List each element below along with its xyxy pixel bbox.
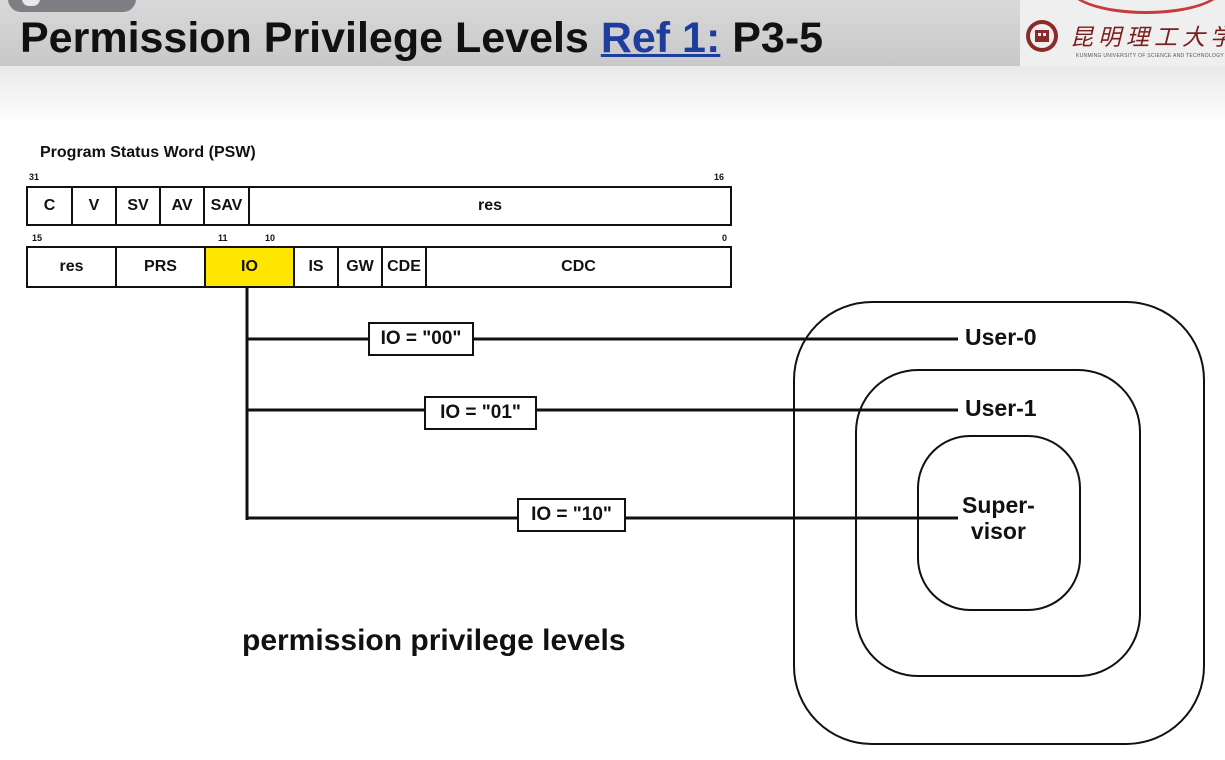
ring-user-0	[793, 301, 1205, 745]
psw-title: Program Status Word (PSW)	[40, 144, 256, 161]
university-logo: 昆明理工大学 KUNMING UNIVERSITY OF SCIENCE AND…	[1020, 0, 1225, 66]
field-c: C	[28, 188, 73, 224]
ref-link[interactable]: Ref 1:	[600, 14, 721, 62]
level-user-0: User-0	[965, 324, 1037, 350]
university-seal-icon	[1026, 20, 1058, 52]
bit-10-label: 10	[265, 233, 276, 243]
video-control-pill[interactable]	[8, 0, 136, 12]
field-res-lower: res	[28, 248, 117, 286]
field-cdc: CDC	[561, 258, 596, 275]
field-gw: GW	[339, 248, 383, 286]
psw-lower-register: res PRS IO IS GW CDE CDC	[26, 246, 732, 288]
page-ref: P3-5	[732, 14, 824, 62]
io-00-box: IO = "00"	[368, 322, 474, 356]
bit-16-label: 16	[714, 172, 725, 182]
ring-user-1	[855, 369, 1141, 677]
field-v: V	[73, 188, 117, 224]
psw-upper-register: C V SV AV SAV res	[26, 186, 732, 226]
field-sav: SAV	[205, 188, 250, 224]
university-name: 昆明理工大学	[1070, 25, 1225, 51]
level-user-1: User-1	[965, 395, 1037, 421]
field-io: IO	[206, 248, 295, 286]
title-text: Permission Privilege Levels	[20, 14, 589, 62]
bit-0-label: 0	[722, 233, 728, 243]
field-cde: CDE	[383, 248, 427, 286]
field-av: AV	[161, 188, 205, 224]
io-10-box: IO = "10"	[517, 498, 626, 532]
field-is: IS	[295, 248, 339, 286]
diagram-caption: permission privilege levels	[242, 624, 626, 657]
bit-15-label: 15	[32, 233, 43, 243]
view-icon	[22, 0, 40, 6]
page-title: Permission Privilege Levels Ref 1: P3-5	[20, 12, 823, 64]
field-prs: PRS	[117, 248, 206, 286]
io-01-box: IO = "01"	[424, 396, 537, 430]
level-supervisor: Super- visor	[962, 492, 1035, 544]
header-fade	[0, 66, 1225, 126]
bit-31-label: 31	[29, 172, 40, 182]
ring-supervisor	[917, 435, 1081, 611]
bit-11-label: 11	[218, 233, 228, 243]
field-sv: SV	[117, 188, 161, 224]
university-subtitle: KUNMING UNIVERSITY OF SCIENCE AND TECHNO…	[1076, 53, 1225, 59]
field-res-upper: res	[477, 197, 503, 214]
